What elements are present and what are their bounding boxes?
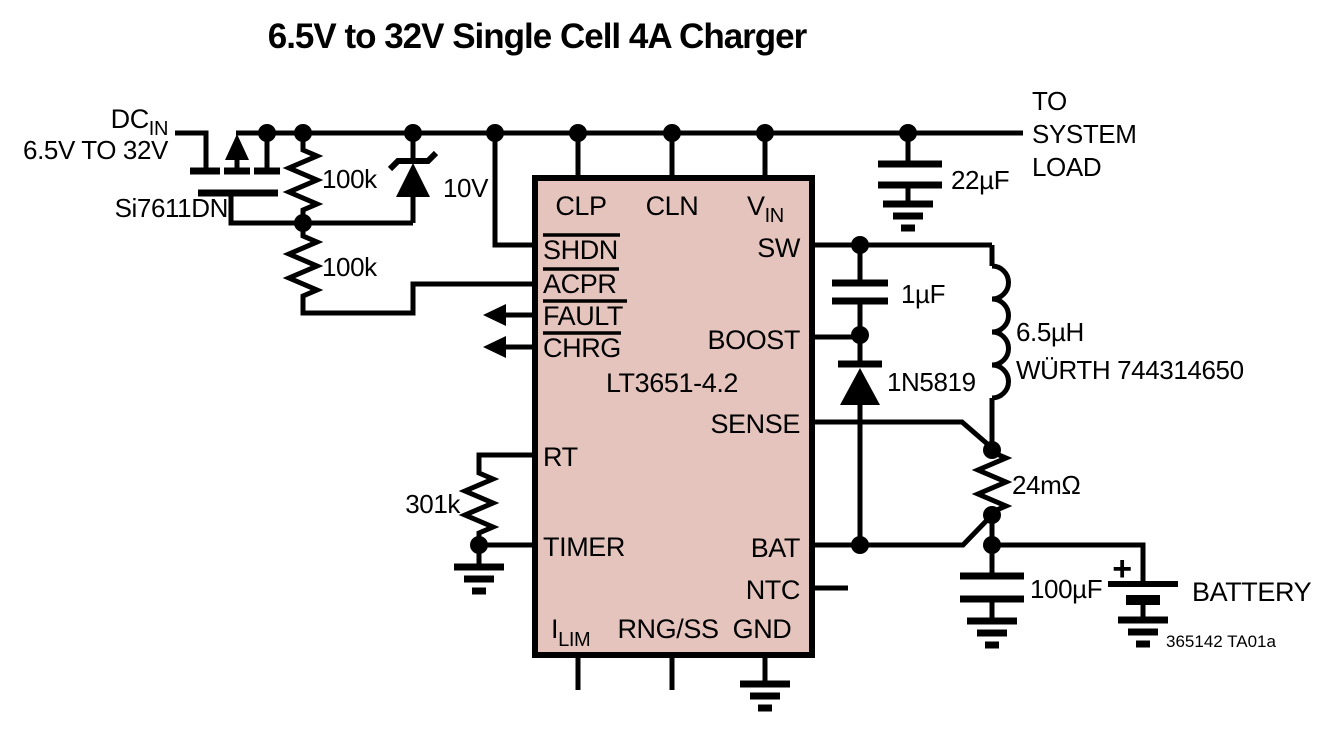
pin-overlines [543,233,627,335]
wire-dcin-lead [175,130,209,168]
pin-label-rt: RT [543,442,578,472]
body-diode-arrow-icon [225,134,249,160]
circuit-title: 6.5V to 32V Single Cell 4A Charger [268,17,808,56]
pin-label-boost: BOOST [707,325,800,355]
chrg-arrow-icon [483,336,506,358]
input-cap-value: 22µF [951,165,1009,195]
ground-symbol [740,684,790,708]
status-arrows [483,304,506,358]
resistor-301k-rt-timer [458,452,535,548]
pin-label-sense: SENSE [710,409,800,439]
wire-bat [812,513,994,548]
wire-battery [992,542,1146,581]
inductor-value: 6.5µH [1016,317,1084,347]
mosfet-label: Si7611DN [115,193,228,223]
system-load-line2: SYSTEM [1032,119,1137,149]
boost-diode-value: 1N5819 [887,367,976,397]
pin-label-vin: VIN [747,191,784,227]
output-cap-symbol [960,572,1024,603]
battery-symbol [1108,581,1178,605]
mosfet-symbol [190,134,280,197]
resistor-sense [971,449,1013,545]
ground-symbol [967,621,1017,645]
zener-diode-symbol [387,150,439,197]
dcin-range-label: 6.5V TO 32V [23,135,169,165]
wire-bottom-pin-stubs [575,655,768,690]
pin-label-acpr: ACPR [543,269,616,299]
inductor-part: WÜRTH 744314650 [1016,355,1244,385]
system-load-line3: LOAD [1032,152,1101,182]
junction-dots [258,124,1001,554]
boost-diode-symbol [838,360,882,405]
figure-id: 365142 TA01a [1166,632,1277,651]
resistor-100k-top [282,133,324,223]
dcin-label: DCIN [111,104,168,140]
ic-part-label: LT3651-4.2 [606,368,738,398]
pin-label-rngss: RNG/SS [617,614,718,644]
pin-label-timer: TIMER [543,532,625,562]
ground-symbol [1118,620,1168,644]
pin-label-gnd: GND [733,614,792,644]
system-load-line1: TO [1032,86,1067,116]
input-cap-symbol [878,160,942,189]
ic-body [532,175,815,658]
wire-mosfet-gate [228,196,413,226]
wire-shdn [492,133,535,248]
pin-label-shdn: SHDN [543,235,618,265]
ground-symbol [883,204,933,228]
pin-label-ntc: NTC [746,575,800,605]
pin-label-ilim: ILIM [551,614,590,651]
battery-label: BATTERY [1192,577,1312,607]
sense-resistor-value: 24mΩ [1012,470,1080,500]
r2-value: 100k [322,252,378,282]
pin-label-bat: BAT [751,533,800,563]
boost-cap-value: 1µF [901,279,945,309]
battery-plus-sign: + [1112,550,1131,588]
wire-sense [812,419,994,450]
capacitor-plates [832,160,1024,603]
pin-label-clp: CLP [555,191,606,221]
resistor-100k-bottom-to-acpr [282,223,535,316]
timing-resistor-value: 301k [405,489,461,519]
pin-label-chrg: CHRG [543,333,621,363]
output-cap-value: 100µF [1030,574,1102,604]
zener-value: 10V [443,173,489,203]
pin-label-sw: SW [757,233,801,263]
pin-label-fault: FAULT [543,301,623,331]
fault-arrow-icon [483,304,506,326]
boost-cap-symbol [832,279,888,305]
r1-value: 100k [322,164,378,194]
ground-symbol [454,567,504,591]
inductor-coil [991,263,1011,401]
pin-label-cln: CLN [646,191,699,221]
